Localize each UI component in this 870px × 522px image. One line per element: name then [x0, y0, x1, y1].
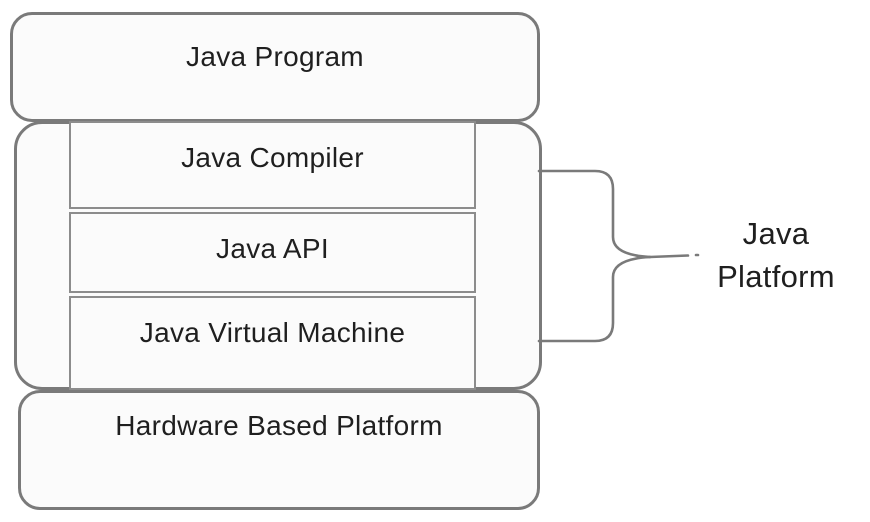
java-program-label: Java Program	[186, 41, 364, 72]
java-program-box: Java Program	[10, 12, 540, 122]
java-virtual-machine-label: Java Virtual Machine	[139, 317, 406, 348]
stack-row-java-virtual-machine: Java Virtual Machine	[69, 296, 476, 390]
stack-row-java-api: Java API	[69, 212, 476, 293]
hardware-based-platform-label: Hardware Based Platform	[115, 410, 443, 441]
java-compiler-label: Java Compiler	[181, 142, 364, 173]
hardware-based-platform-box: Hardware Based Platform	[18, 390, 540, 510]
java-platform-label: Java Platform	[717, 216, 835, 294]
java-api-label: Java API	[216, 233, 329, 264]
platform-stack-table: Java Compiler Java API Java Virtual Mach…	[69, 121, 476, 390]
stack-row-java-compiler: Java Compiler	[69, 121, 476, 209]
